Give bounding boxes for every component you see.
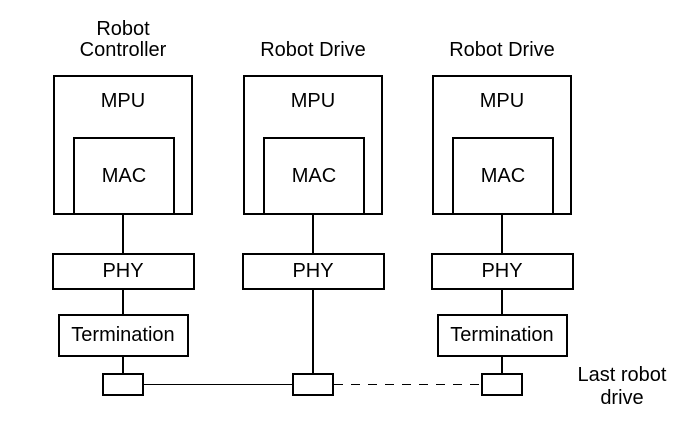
bus-port-box-drive-1 [292,373,334,396]
last-robot-drive-label-line2: drive [600,387,644,409]
connector-line-controller-termination-port [122,355,124,374]
bus-port-box-controller [102,373,144,396]
termination-box-controller: Termination [57,314,189,357]
phy-label: PHY [481,260,523,282]
termination-label: Termination [450,324,554,346]
node-title-line1: Robot Drive [449,39,555,61]
node-title-line1: Robot [96,18,150,40]
connector-line-drive2-termination-port [501,355,503,374]
connector-line-drive2-mpu-phy [501,213,503,254]
mac-label: MAC [101,164,147,187]
node-title-line2: Controller [79,39,167,61]
mac-box-controller: MAC [73,137,175,215]
connector-line-drive2-phy-termination [501,289,503,315]
connector-line-drive1-mpu-phy [312,213,314,254]
termination-box-drive-2: Termination [436,314,568,357]
connector-line-drive1-phy-port [312,289,314,374]
mac-label: MAC [480,164,526,187]
phy-box-drive-1: PHY [241,253,385,290]
node-title-robot-drive-2: Robot Drive [422,40,582,61]
node-title-robot-drive-1: Robot Drive [233,40,393,61]
phy-label: PHY [102,260,144,282]
mpu-label: MPU [100,90,146,112]
mpu-label: MPU [479,90,525,112]
bus-port-box-drive-2 [481,373,523,396]
mac-box-drive-2: MAC [452,137,554,215]
phy-box-controller: PHY [51,253,195,290]
connector-line-controller-mpu-phy [122,213,124,254]
mpu-label: MPU [290,90,336,112]
mac-box-drive-1: MAC [263,137,365,215]
node-title-robot-controller: Robot Controller [43,19,203,61]
connector-line-controller-phy-termination [122,289,124,315]
phy-label: PHY [292,260,334,282]
bus-line-solid [144,383,292,385]
mac-label: MAC [291,164,337,187]
node-title-line1: Robot Drive [260,39,366,61]
last-robot-drive-label-line1: Last robot [577,364,667,386]
last-robot-drive-label: Last robot drive [551,364,693,410]
phy-box-drive-2: PHY [430,253,574,290]
termination-label: Termination [71,324,175,346]
bus-line-dashed [334,383,481,385]
